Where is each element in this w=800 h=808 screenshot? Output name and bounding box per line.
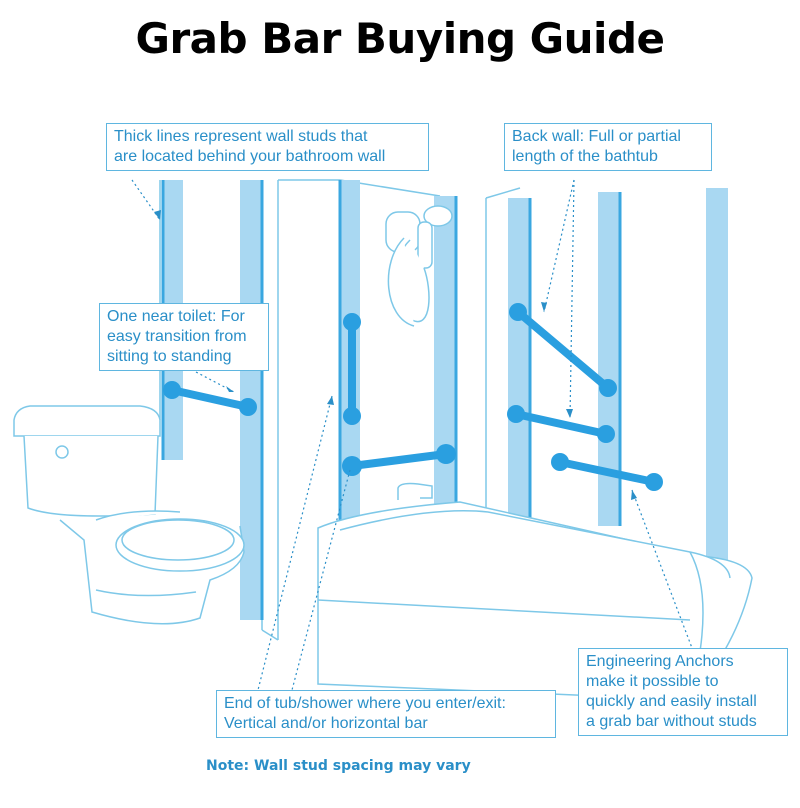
- shower-head: [385, 205, 453, 327]
- tub-spout: [397, 482, 433, 500]
- leader-arrowheads: [154, 210, 637, 500]
- stud-7: [706, 188, 728, 560]
- grab-bar-back-horizontal: [507, 405, 615, 443]
- callout-toilet-line-1: One near toilet: For: [107, 308, 245, 325]
- toilet: [13, 405, 245, 625]
- callout-anchors-line-4: a grab bar without studs: [586, 713, 757, 730]
- callout-entry-line-2: Vertical and/or horizontal bar: [224, 715, 428, 732]
- callout-entry: End of tub/shower where you enter/exit: …: [216, 690, 556, 738]
- callout-back-wall: Back wall: Full or partial length of the…: [504, 123, 712, 171]
- callout-back-wall-line-1: Back wall: Full or partial: [512, 128, 681, 145]
- callout-toilet: One near toilet: For easy transition fro…: [99, 303, 269, 371]
- grab-bar-back-diagonal: [509, 303, 617, 397]
- callout-toilet-line-2: easy transition from: [107, 328, 247, 345]
- callout-back-wall-line-2: length of the bathtub: [512, 148, 658, 165]
- callout-anchors: Engineering Anchors make it possible to …: [578, 648, 788, 736]
- callout-anchors-line-2: make it possible to: [586, 673, 719, 690]
- page-title: Grab Bar Buying Guide: [135, 14, 666, 63]
- stud-spacing-note: Note: Wall stud spacing may vary: [206, 758, 471, 774]
- callout-wall-studs: Thick lines represent wall studs that ar…: [106, 123, 429, 171]
- callout-anchors-line-3: quickly and easily install: [586, 693, 757, 710]
- grab-bar-entry-horizontal: [342, 444, 456, 476]
- callout-wall-studs-line-1: Thick lines represent wall studs that: [114, 128, 368, 145]
- grab-bar-entry-vertical: [343, 313, 361, 425]
- grab-bar-anchor: [551, 453, 663, 491]
- grab-bar-toilet: [163, 381, 257, 416]
- stud-5: [508, 198, 532, 518]
- callout-anchors-line-1: Engineering Anchors: [586, 653, 734, 670]
- stud-4: [434, 196, 458, 530]
- callout-entry-line-1: End of tub/shower where you enter/exit:: [224, 695, 506, 712]
- callout-toilet-line-3: sitting to standing: [107, 348, 232, 365]
- callout-wall-studs-line-2: are located behind your bathroom wall: [114, 148, 386, 165]
